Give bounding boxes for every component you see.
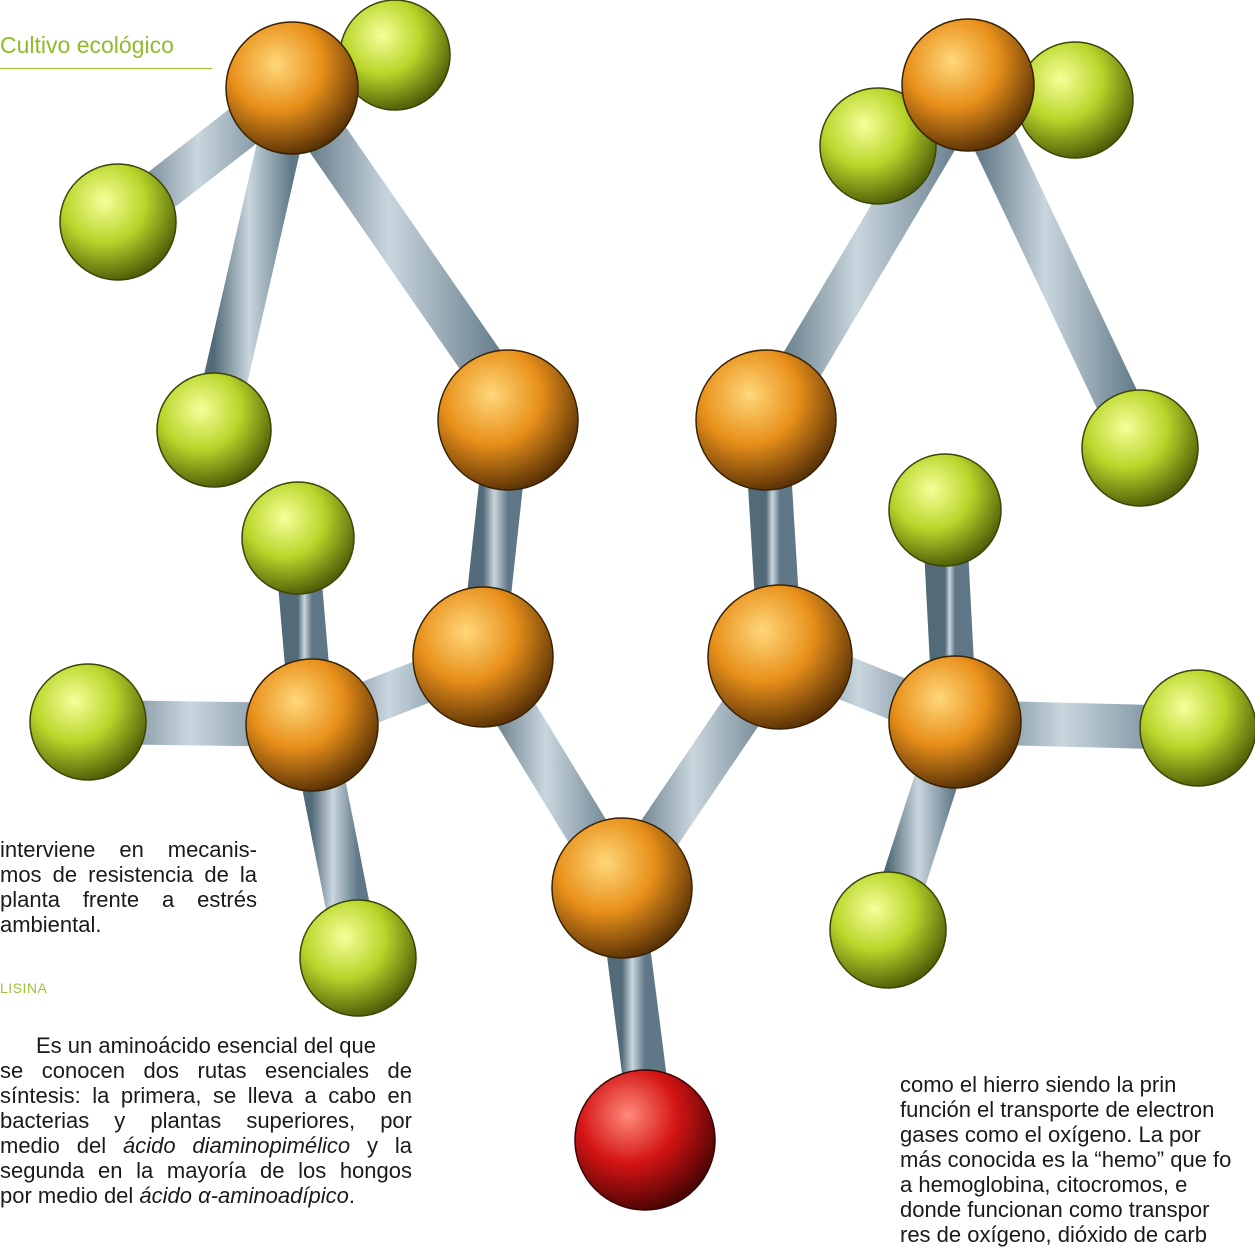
atom-green xyxy=(59,163,177,281)
section-header: Cultivo ecológico xyxy=(0,28,212,69)
atom-orange xyxy=(412,586,554,728)
carbon-atoms xyxy=(225,18,1035,959)
atom-red xyxy=(574,1069,716,1211)
text-line: se conocen dos rutas esenciales de xyxy=(0,1058,412,1083)
text-line: interviene en mecanis- xyxy=(0,837,257,862)
atom-green xyxy=(819,87,937,205)
atom-green xyxy=(29,663,147,781)
atom-green xyxy=(299,899,417,1017)
atom-orange xyxy=(245,658,379,792)
atom-orange xyxy=(901,18,1035,152)
text-line: donde funcionan como transpor xyxy=(900,1197,1210,1222)
text-emphasis: ácido α-aminoadípico xyxy=(139,1183,349,1208)
lysine-heading: LISINA xyxy=(0,980,48,996)
text-line: síntesis: la primera, se lleva a cabo en xyxy=(0,1083,412,1108)
atom-green xyxy=(829,871,947,989)
text-emphasis: ácido diaminopimélico xyxy=(122,1133,351,1158)
text-span: segunda en la mayoría de los hongos xyxy=(0,1158,412,1183)
text-line: mos de resistencia de la xyxy=(0,862,257,887)
text-line: segunda en la mayoría de los hongos xyxy=(0,1158,412,1183)
text-line: Es un aminoácido esencial del que xyxy=(0,1033,412,1058)
right-column-text: como el hierro siendo la prin función el… xyxy=(900,1072,1255,1247)
text-line: bacterias y plantas superiores, por xyxy=(0,1108,412,1133)
atom-orange xyxy=(888,655,1022,789)
atom-green xyxy=(156,372,272,488)
text-line: ambiental. xyxy=(0,912,102,937)
atom-orange xyxy=(225,21,359,155)
atom-green xyxy=(241,481,355,595)
text-line: res de oxígeno, dióxido de carb xyxy=(900,1222,1207,1247)
text-line: medio del ácido diaminopimélico y la xyxy=(0,1133,412,1158)
text-span: síntesis: la primera, se lleva a cabo en xyxy=(0,1083,412,1108)
text-span: medio del xyxy=(0,1133,123,1158)
atom-orange xyxy=(437,349,579,491)
atom-orange xyxy=(551,817,693,959)
atom-orange xyxy=(695,349,837,491)
lysine-paragraph: Es un aminoácido esencial del que se con… xyxy=(0,1033,412,1208)
atom-green xyxy=(1081,389,1199,507)
text-line: como el hierro siendo la prin xyxy=(900,1072,1177,1097)
text-span: . xyxy=(348,1183,355,1208)
text-span: y la xyxy=(350,1133,412,1158)
text-line: planta frente a estrés xyxy=(0,887,257,912)
text-span: Es un aminoácido esencial del que xyxy=(36,1033,377,1058)
left-column-top-text: interviene en mecanis- mos de resistenci… xyxy=(0,837,257,937)
atom-green xyxy=(888,453,1002,567)
text-line: por medio del ácido α-aminoadípico. xyxy=(0,1183,412,1208)
atom-orange xyxy=(707,584,853,730)
text-line: gases como el oxígeno. La por xyxy=(900,1122,1201,1147)
atom-green xyxy=(1016,41,1134,159)
text-span: por medio del xyxy=(0,1183,140,1208)
right-column-clip: como el hierro siendo la prin función el… xyxy=(900,1072,1255,1255)
text-line: más conocida es la “hemo” que fo xyxy=(900,1147,1232,1172)
text-span: se conocen dos rutas esenciales de xyxy=(0,1058,412,1083)
text-line: función el transporte de electron xyxy=(900,1097,1215,1122)
hydrogen-atoms xyxy=(29,0,1255,1017)
text-span: bacterias y plantas superiores, por xyxy=(0,1108,412,1133)
atom-green xyxy=(1139,669,1255,787)
section-title: Cultivo ecológico xyxy=(0,32,174,58)
text-line: a hemoglobina, citocromos, e xyxy=(900,1172,1188,1197)
bond xyxy=(948,75,1160,458)
